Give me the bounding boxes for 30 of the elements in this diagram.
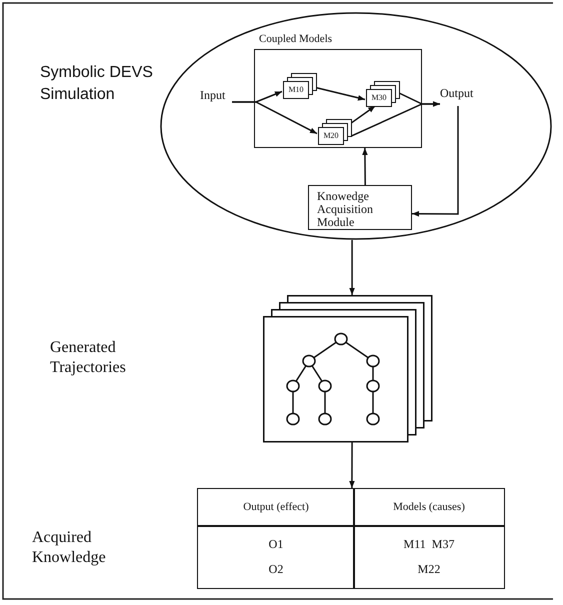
table-entry: O1 xyxy=(268,536,284,552)
port-label: Output xyxy=(440,86,480,106)
box-heading: Coupled Models xyxy=(259,32,332,46)
model-stack xyxy=(283,73,317,99)
arrow xyxy=(350,101,440,137)
model-label: M10 xyxy=(287,84,305,96)
trajectory-stack-drawing xyxy=(263,295,432,442)
arrow xyxy=(349,442,355,488)
arrow xyxy=(349,240,355,295)
process-box: Knowedge Acquisition Module xyxy=(308,185,412,230)
table-entry: M11 M37 xyxy=(402,536,456,552)
table-entry: O2 xyxy=(268,561,284,577)
port-label: Input xyxy=(200,88,232,108)
column-header: Models (causes) xyxy=(392,500,466,515)
arrow xyxy=(232,101,318,134)
row-label: Generated Trajectories xyxy=(50,338,127,378)
row-label: Acquired Knowledge xyxy=(32,528,107,568)
arrow xyxy=(316,86,366,101)
knowledge-table xyxy=(197,488,505,589)
model-label: M20 xyxy=(322,130,340,142)
arrow xyxy=(362,148,368,185)
arrow xyxy=(350,105,376,124)
model-stack xyxy=(366,81,400,107)
column-header: Output (effect) xyxy=(242,500,310,515)
model-label: M30 xyxy=(370,92,388,104)
arrow xyxy=(412,106,459,217)
model-stack xyxy=(318,119,352,145)
row-label: Symbolic DEVS Simulation xyxy=(40,63,154,105)
simulation-ellipse xyxy=(160,12,552,240)
table-entry: M22 xyxy=(416,561,442,577)
